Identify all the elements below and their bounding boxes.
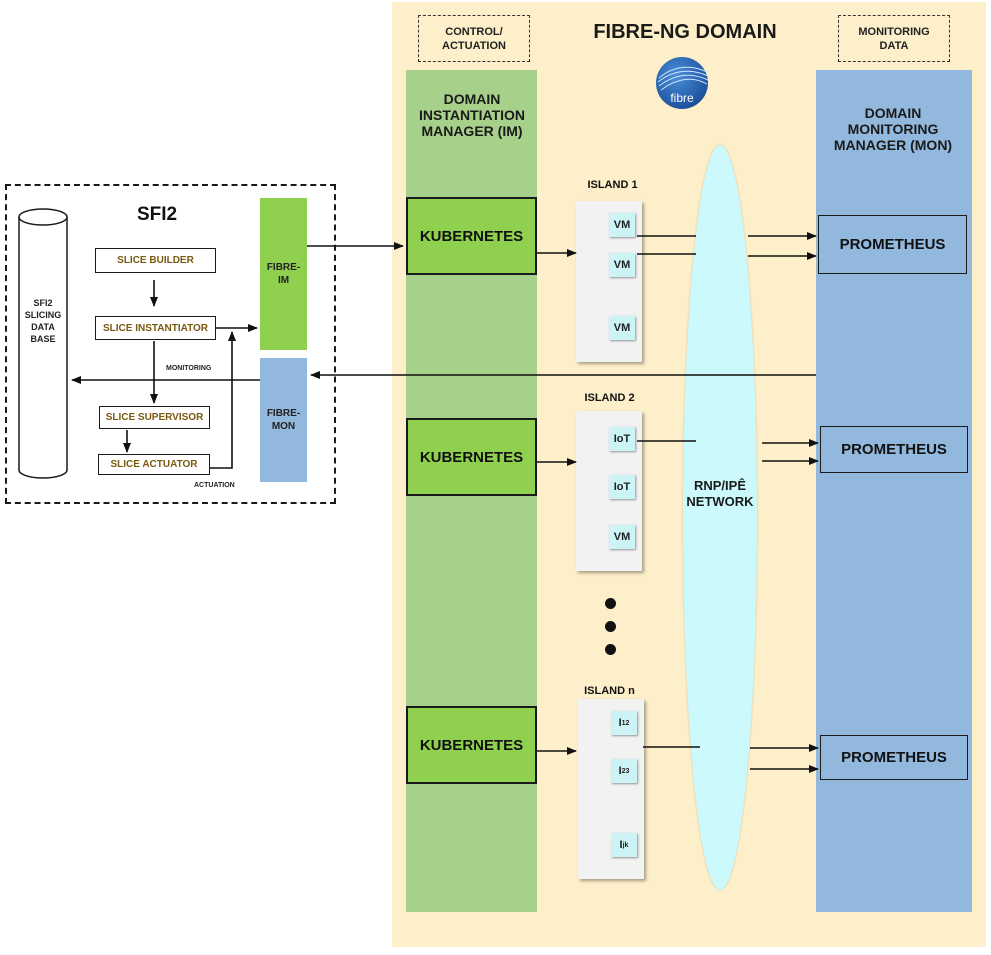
island-label: ISLAND 2 xyxy=(584,392,635,404)
island-node: IoT xyxy=(609,427,635,451)
island-node: VM xyxy=(609,525,635,549)
prometheus-box: PROMETHEUS xyxy=(820,735,968,780)
prometheus-box: PROMETHEUS xyxy=(820,426,968,473)
continuation-dot xyxy=(605,644,616,655)
island-node: VM xyxy=(609,253,635,277)
monitoring-data-label: MONITORING DATA xyxy=(838,15,950,62)
island-node: VM xyxy=(609,316,635,340)
continuation-dot xyxy=(605,621,616,632)
kubernetes-box: KUBERNETES xyxy=(406,418,537,496)
island-node: VM xyxy=(609,213,635,237)
control-actuation-label: CONTROL/ ACTUATION xyxy=(418,15,530,62)
rnp-ipe-network xyxy=(683,145,757,890)
actuation-label: ACTUATION xyxy=(194,482,235,489)
continuation-dot xyxy=(605,598,616,609)
prometheus-box: PROMETHEUS xyxy=(818,215,967,274)
kubernetes-box: KUBERNETES xyxy=(406,706,537,784)
slice-instantiator: SLICE INSTANTIATOR xyxy=(95,316,216,340)
slice-builder: SLICE BUILDER xyxy=(95,248,216,273)
slice-actuator: SLICE ACTUATOR xyxy=(98,454,210,475)
im-column-title: DOMAIN INSTANTIATION MANAGER (IM) xyxy=(418,91,526,139)
fibre-im: FIBRE- IM xyxy=(260,198,307,350)
fibre-mon: FIBRE- MON xyxy=(260,358,307,482)
island-node: IoT xyxy=(609,475,635,499)
fibre-logo-text: fibre xyxy=(670,91,694,105)
network-label: RNP/IPÊ NETWORK xyxy=(686,478,754,509)
domain-title: FIBRE-NG DOMAIN xyxy=(593,20,777,43)
slicing-database xyxy=(17,207,69,480)
island-label: ISLAND 1 xyxy=(587,179,638,191)
slice-supervisor: SLICE SUPERVISOR xyxy=(99,406,210,429)
database-label: SFI2 SLICING DATA BASE xyxy=(24,298,62,344)
island-label: ISLAND n xyxy=(584,685,635,697)
monitoring-label: MONITORING xyxy=(166,365,212,372)
kubernetes-box: KUBERNETES xyxy=(406,197,537,275)
sfi2-title: SFI2 xyxy=(136,204,178,225)
fibre-logo: fibre xyxy=(655,56,709,110)
mon-column-title: DOMAIN MONITORING MANAGER (MON) xyxy=(833,105,953,153)
